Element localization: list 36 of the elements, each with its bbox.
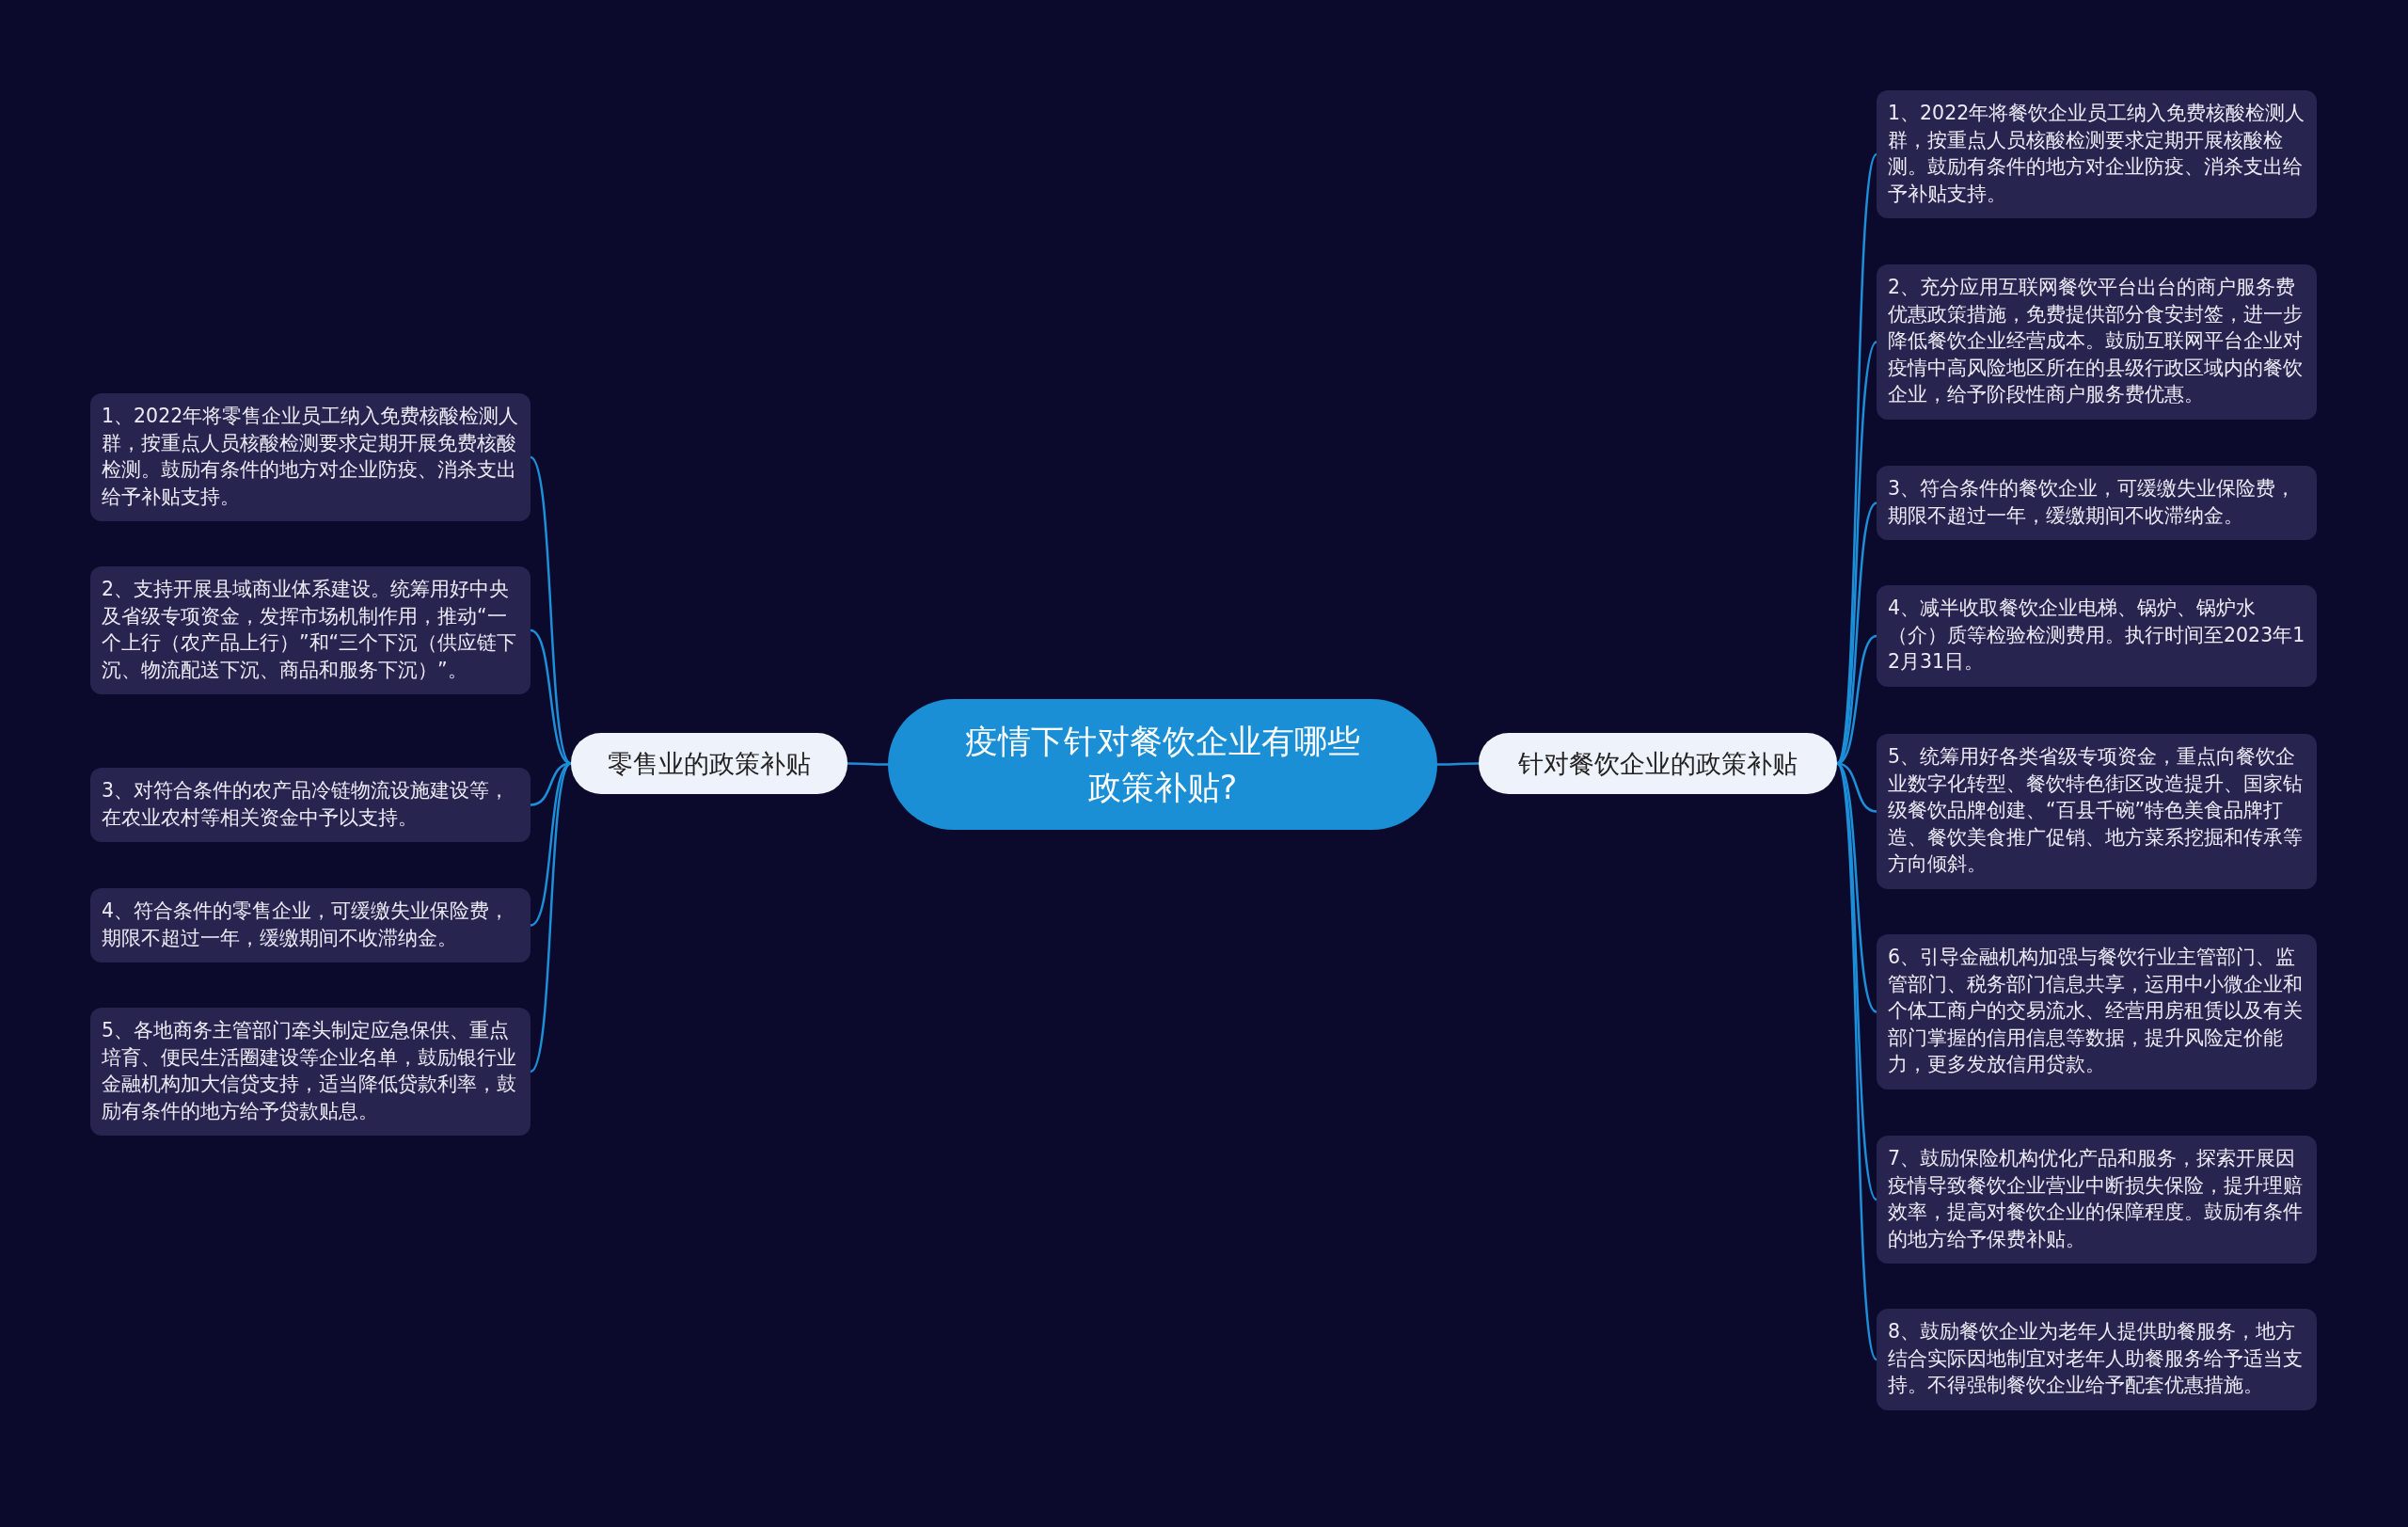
node-text: 5、各地商务主管部门牵头制定应急保供、重点培育、便民生活圈建设等企业名单，鼓励银行业金融机构加大信贷支持，适当降低贷款利率，鼓励有条件的地方给予贷款贴息。 [102,1019,516,1122]
connector-line [530,762,572,1073]
node-text: 4、减半收取餐饮企业电梯、锅炉、锅炉水（介）质等检验检测费用。执行时间至2023年12月31日。 [1888,596,2305,673]
note-card [90,1008,531,1136]
note-card [1877,466,2317,540]
connector-line [1835,341,1878,765]
note-card [1877,734,2317,889]
connector-line [530,456,572,765]
node-text: 2、支持开展县域商业体系建设。统筹用好中央及省级专项资金，发挥市场机制作用，推动“一个上行（农产品上行）”和“三个下沉（供应链下沉、物流配送下沉、商品和服务下沉）”。 [102,578,517,681]
node-text: 3、对符合条件的农产品冷链物流设施建设等，在农业农村等相关资金中予以支持。 [102,779,510,829]
connector-line [1835,763,1878,1360]
node-text: 7、鼓励保险机构优化产品和服务，探索开展因疫情导致餐饮企业营业中断损失保险，提升理赔效率，提高对餐饮企业的保障程度。鼓励有条件的地方给予保费补贴。 [1888,1147,2303,1250]
node-text: 2、充分应用互联网餐饮平台出台的商户服务费优惠政策措施，免费提供部分食安封签，进一步降低餐饮企业经营成本。鼓励互联网平台企业对疫情中高风险地区所在的县级行政区域内的餐饮企业，给予阶段性商户服务费优惠。 [1888,276,2303,406]
note-card [1877,585,2317,687]
note-card [1877,1136,2317,1264]
note-card [1877,264,2317,420]
note-card [1877,1309,2317,1410]
node-text: 5、统筹用好各类省级专项资金，重点向餐饮企业数字化转型、餐饮特色街区改造提升、国家钻级餐饮品牌创建、“百县千碗”特色美食品牌打造、餐饮美食推广促销、地方菜系挖掘和传承等方向倾斜。 [1888,745,2303,875]
connector-line [848,762,888,766]
connector-line [1437,762,1479,766]
note-card [90,393,531,521]
connector-line [530,628,572,765]
node-text: 针对餐饮企业的政策补贴 [1518,747,1798,780]
note-card [90,566,531,694]
node-text: 疫情下针对餐饮企业有哪些政策补贴? [964,721,1361,808]
node-text: 4、符合条件的零售企业，可缓缴失业保险费，期限不超过一年，缓缴期间不收滞纳金。 [102,899,510,949]
note-card [1877,934,2317,1090]
note-card [90,888,531,962]
node-text: 3、符合条件的餐饮企业，可缓缴失业保险费，期限不超过一年，缓缴期间不收滞纳金。 [1888,477,2296,527]
node-text: 1、2022年将餐饮企业员工纳入免费核酸检测人群，按重点人员核酸检测要求定期开展核酸检测。鼓励有条件的地方对企业防疫、消杀支出给予补贴支持。 [1888,102,2305,205]
node-text: 1、2022年将零售企业员工纳入免费核酸检测人群，按重点人员核酸检测要求定期开展免费核酸检测。鼓励有条件的地方对企业防疫、消杀支出给予补贴支持。 [102,405,519,508]
node-text: 8、鼓励餐饮企业为老年人提供助餐服务，地方结合实际因地制宜对老年人助餐服务给予适当支持。不得强制餐饮企业给予配套优惠措施。 [1888,1320,2303,1396]
node-text: 6、引导金融机构加强与餐饮行业主管部门、监管部门、税务部门信息共享，运用中小微企业和个体工商户的交易流水、经营用房租赁以及有关部门掌握的信用信息等数据，提升风险定价能力，更多发放信用贷款。 [1888,946,2303,1075]
note-card [1877,90,2317,218]
note-card [90,768,531,842]
node-text: 零售业的政策补贴 [608,747,811,780]
